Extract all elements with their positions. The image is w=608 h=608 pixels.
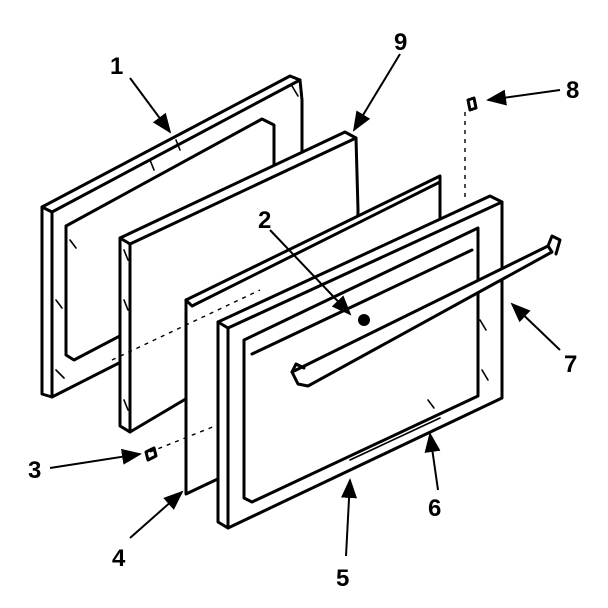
callout-4: 4: [112, 545, 126, 572]
callout-2: 2: [258, 207, 271, 234]
top-screw: [466, 96, 478, 112]
leader-lines: [49, 53, 561, 557]
door-handle: [290, 234, 562, 388]
callout-1: 1: [110, 53, 123, 80]
callout-9: 9: [394, 29, 407, 56]
callout-6: 6: [428, 495, 441, 522]
callout-7: 7: [564, 351, 577, 378]
callout-8: 8: [566, 77, 579, 104]
side-screw: [144, 446, 158, 462]
callout-3: 3: [28, 457, 41, 484]
outer-door-frame: [216, 194, 504, 530]
callout-5: 5: [336, 565, 349, 592]
center-screw: [358, 314, 370, 326]
